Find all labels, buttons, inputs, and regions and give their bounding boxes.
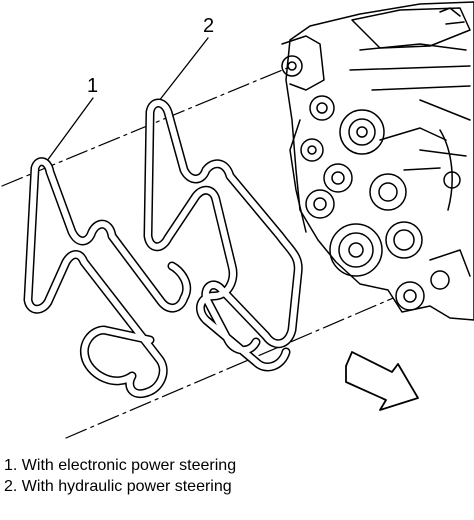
harmonic-balancer [395,281,425,311]
engine-assembly [281,1,474,321]
tensioner-pulley [300,138,324,162]
legend-item-electronic: 1. With electronic power steering [4,457,237,474]
idler-pulley-lower [385,221,423,259]
idler-pulley-middle [323,163,353,193]
belt-2-hydraulic-power-steering [143,98,303,372]
ac-compressor-pulley [369,173,407,211]
belt-1-electronic-power-steering [23,157,192,398]
idler-pulley-upper [309,95,335,121]
legend: 1. With electronic power steering 2. Wit… [4,455,236,497]
legend-item-hydraulic: 2. With hydraulic power steering [4,478,232,495]
power-steering-pulley [305,189,335,219]
callout-1-label: 1 [87,75,99,97]
callout-2-leader [154,37,209,107]
water-pump-pulley [339,109,385,155]
front-of-vehicle-arrow [345,351,419,411]
callout-1-leader [43,97,94,166]
diagram-artwork [1,1,474,439]
alternator-pulley [281,55,303,77]
crankshaft-pulley [329,223,383,277]
callout-2-label: 2 [203,15,215,37]
